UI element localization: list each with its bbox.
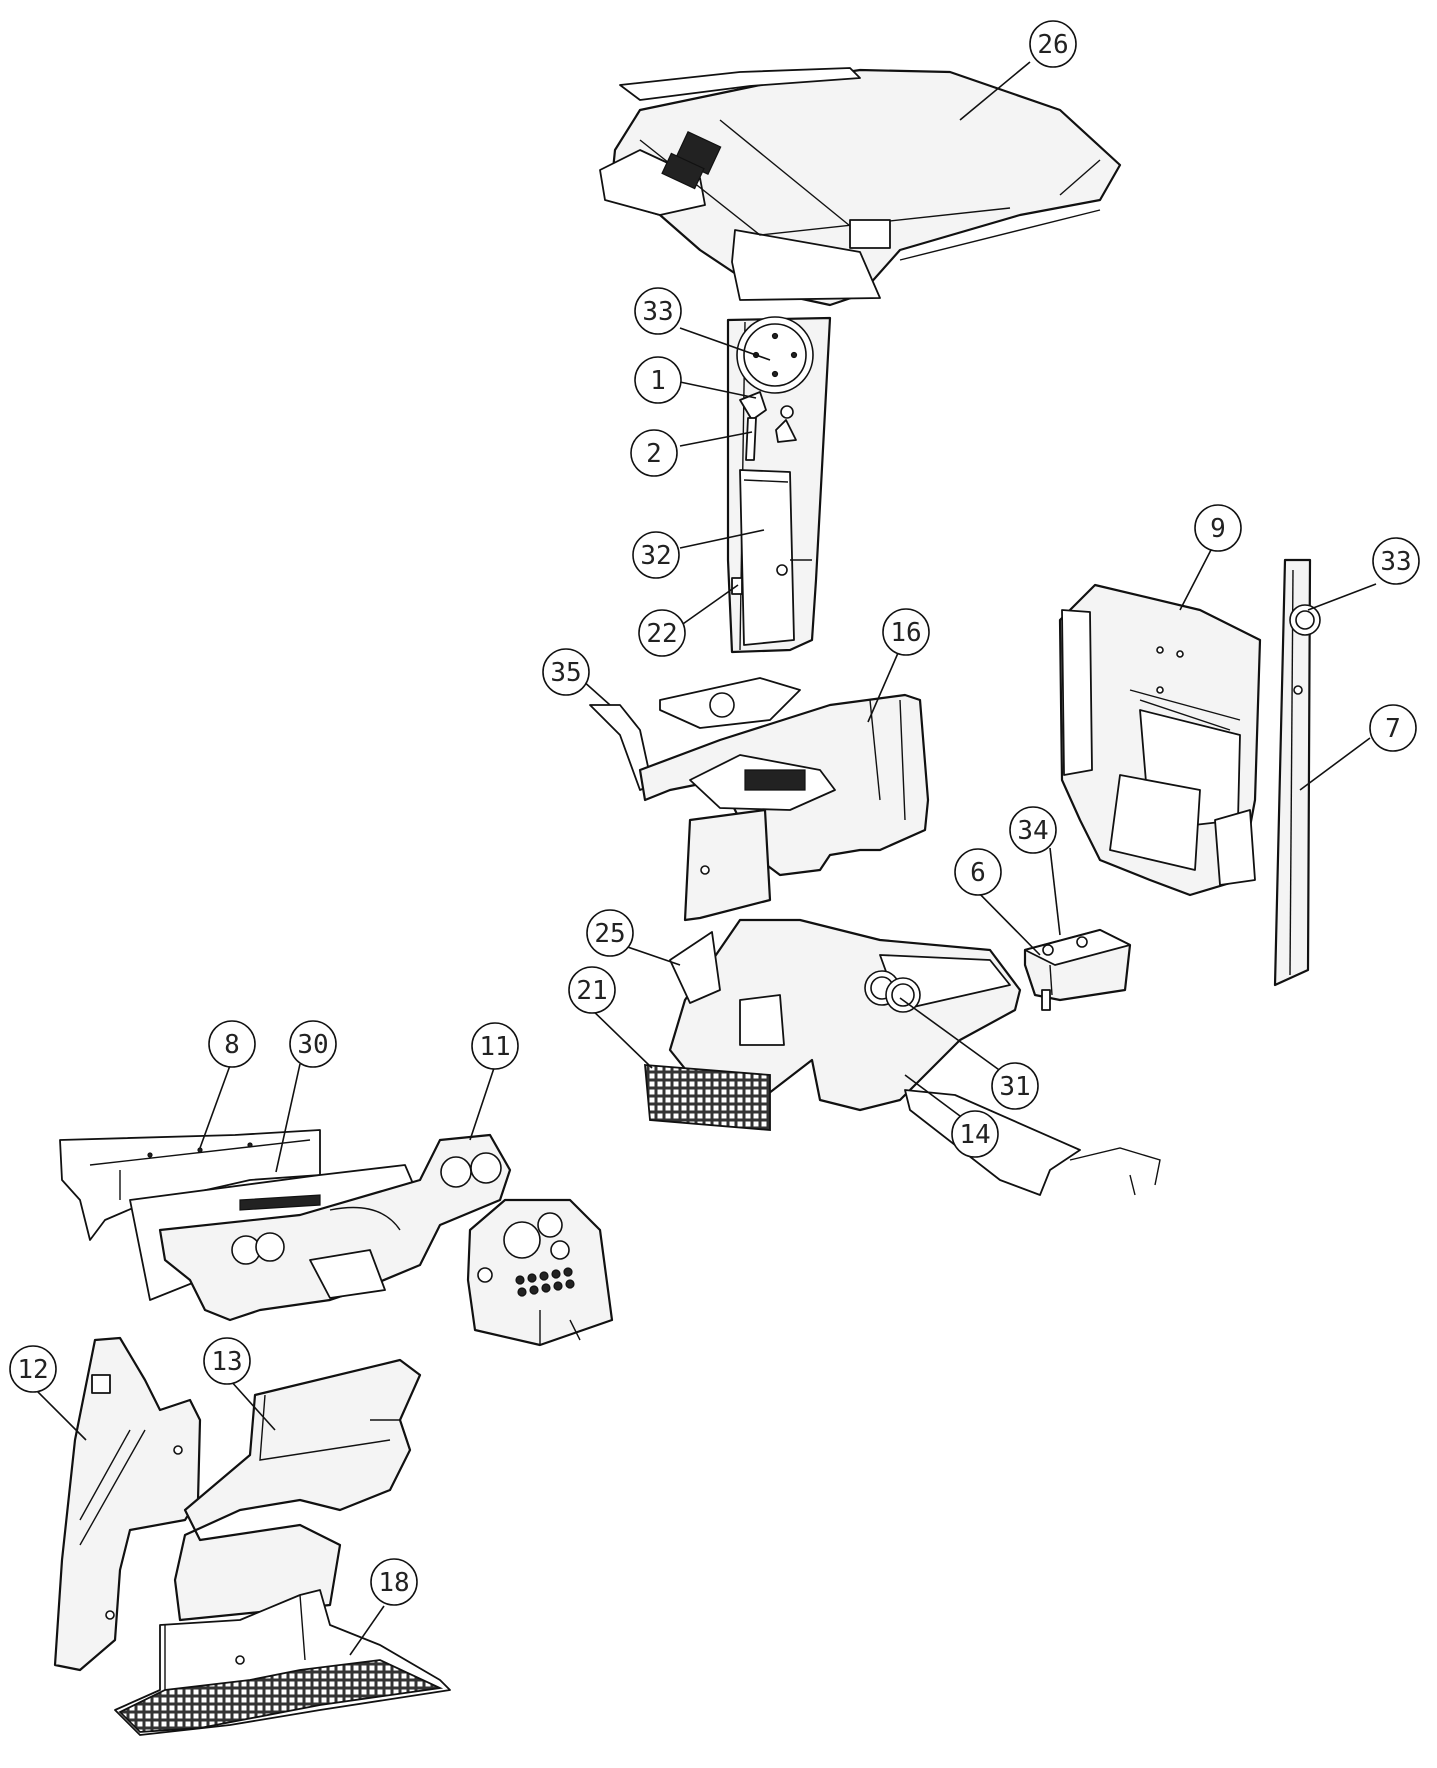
- part-11-dashboard: [59, 1129, 512, 1322]
- callout-9: 9: [1194, 504, 1242, 552]
- callout-18: 18: [370, 1558, 418, 1606]
- button-matrix: [515, 1267, 575, 1297]
- part-18-floor-mat: [114, 1589, 451, 1736]
- part-16-console-upper: [589, 677, 930, 922]
- part-6-switch-module: [1023, 928, 1132, 1011]
- part-13-side-panel: [173, 1358, 422, 1622]
- callout-label: 30: [297, 1030, 328, 1060]
- callout-label: 33: [642, 297, 673, 327]
- callout-label: 21: [576, 976, 607, 1006]
- callout-label: 14: [959, 1120, 990, 1150]
- callout-label: 22: [646, 619, 677, 649]
- callout-32: 32: [632, 531, 680, 579]
- callout-label: 6: [970, 858, 986, 888]
- callout-label: 34: [1017, 816, 1048, 846]
- callout-label: 16: [890, 618, 921, 648]
- callout-2: 2: [630, 429, 678, 477]
- callout-30: 30: [289, 1020, 337, 1068]
- callout-14: 14: [951, 1110, 999, 1158]
- callout-7: 7: [1369, 704, 1417, 752]
- part-1-handle: [739, 391, 767, 421]
- part-26-roof-liner: [599, 67, 1122, 307]
- part-21-grille: [644, 1064, 771, 1131]
- callout-8: 8: [208, 1020, 256, 1068]
- callout-label: 2: [646, 439, 662, 469]
- callout-label: 1: [650, 366, 666, 396]
- callout-33-right: 33: [1372, 537, 1420, 585]
- callout-31: 31: [991, 1062, 1039, 1110]
- callout-label: 25: [594, 919, 625, 949]
- callout-1: 1: [634, 356, 682, 404]
- part-25-bracket: [669, 931, 721, 1004]
- callout-label: 33: [1380, 547, 1411, 577]
- callout-35: 35: [542, 648, 590, 696]
- callout-21: 21: [568, 966, 616, 1014]
- part-7-pillar-trim-right: [1273, 558, 1321, 987]
- callout-label: 26: [1037, 30, 1068, 60]
- callout-11: 11: [471, 1022, 519, 1070]
- callout-6: 6: [954, 848, 1002, 896]
- callout-label: 18: [378, 1568, 409, 1598]
- callout-label: 12: [17, 1355, 48, 1385]
- part-34-cover: [1024, 929, 1131, 966]
- callout-33: 33: [634, 287, 682, 335]
- part-12-side-pillar: [53, 1336, 202, 1672]
- part-instrument-pod: [466, 1198, 614, 1347]
- part-32-trim-panel: [739, 469, 795, 646]
- part-33-pillar-trim-left: [726, 316, 832, 654]
- callout-13: 13: [203, 1337, 251, 1385]
- part-9-rear-wall-panel: [1058, 583, 1262, 897]
- callout-label: 9: [1210, 514, 1226, 544]
- callout-label: 35: [550, 658, 581, 688]
- callout-label: 31: [999, 1072, 1030, 1102]
- callout-label: 7: [1385, 714, 1401, 744]
- callout-label: 13: [211, 1347, 242, 1377]
- callout-25: 25: [586, 909, 634, 957]
- part-2-bracket: [745, 417, 757, 461]
- callout-label: 32: [640, 541, 671, 571]
- callout-34: 34: [1009, 806, 1057, 854]
- callout-16: 16: [882, 608, 930, 656]
- callout-label: 11: [479, 1032, 510, 1062]
- callout-22: 22: [638, 609, 686, 657]
- callout-label: 8: [224, 1030, 240, 1060]
- callout-26: 26: [1029, 20, 1077, 68]
- part-31-console-lower: [644, 918, 1161, 1196]
- callout-12: 12: [9, 1345, 57, 1393]
